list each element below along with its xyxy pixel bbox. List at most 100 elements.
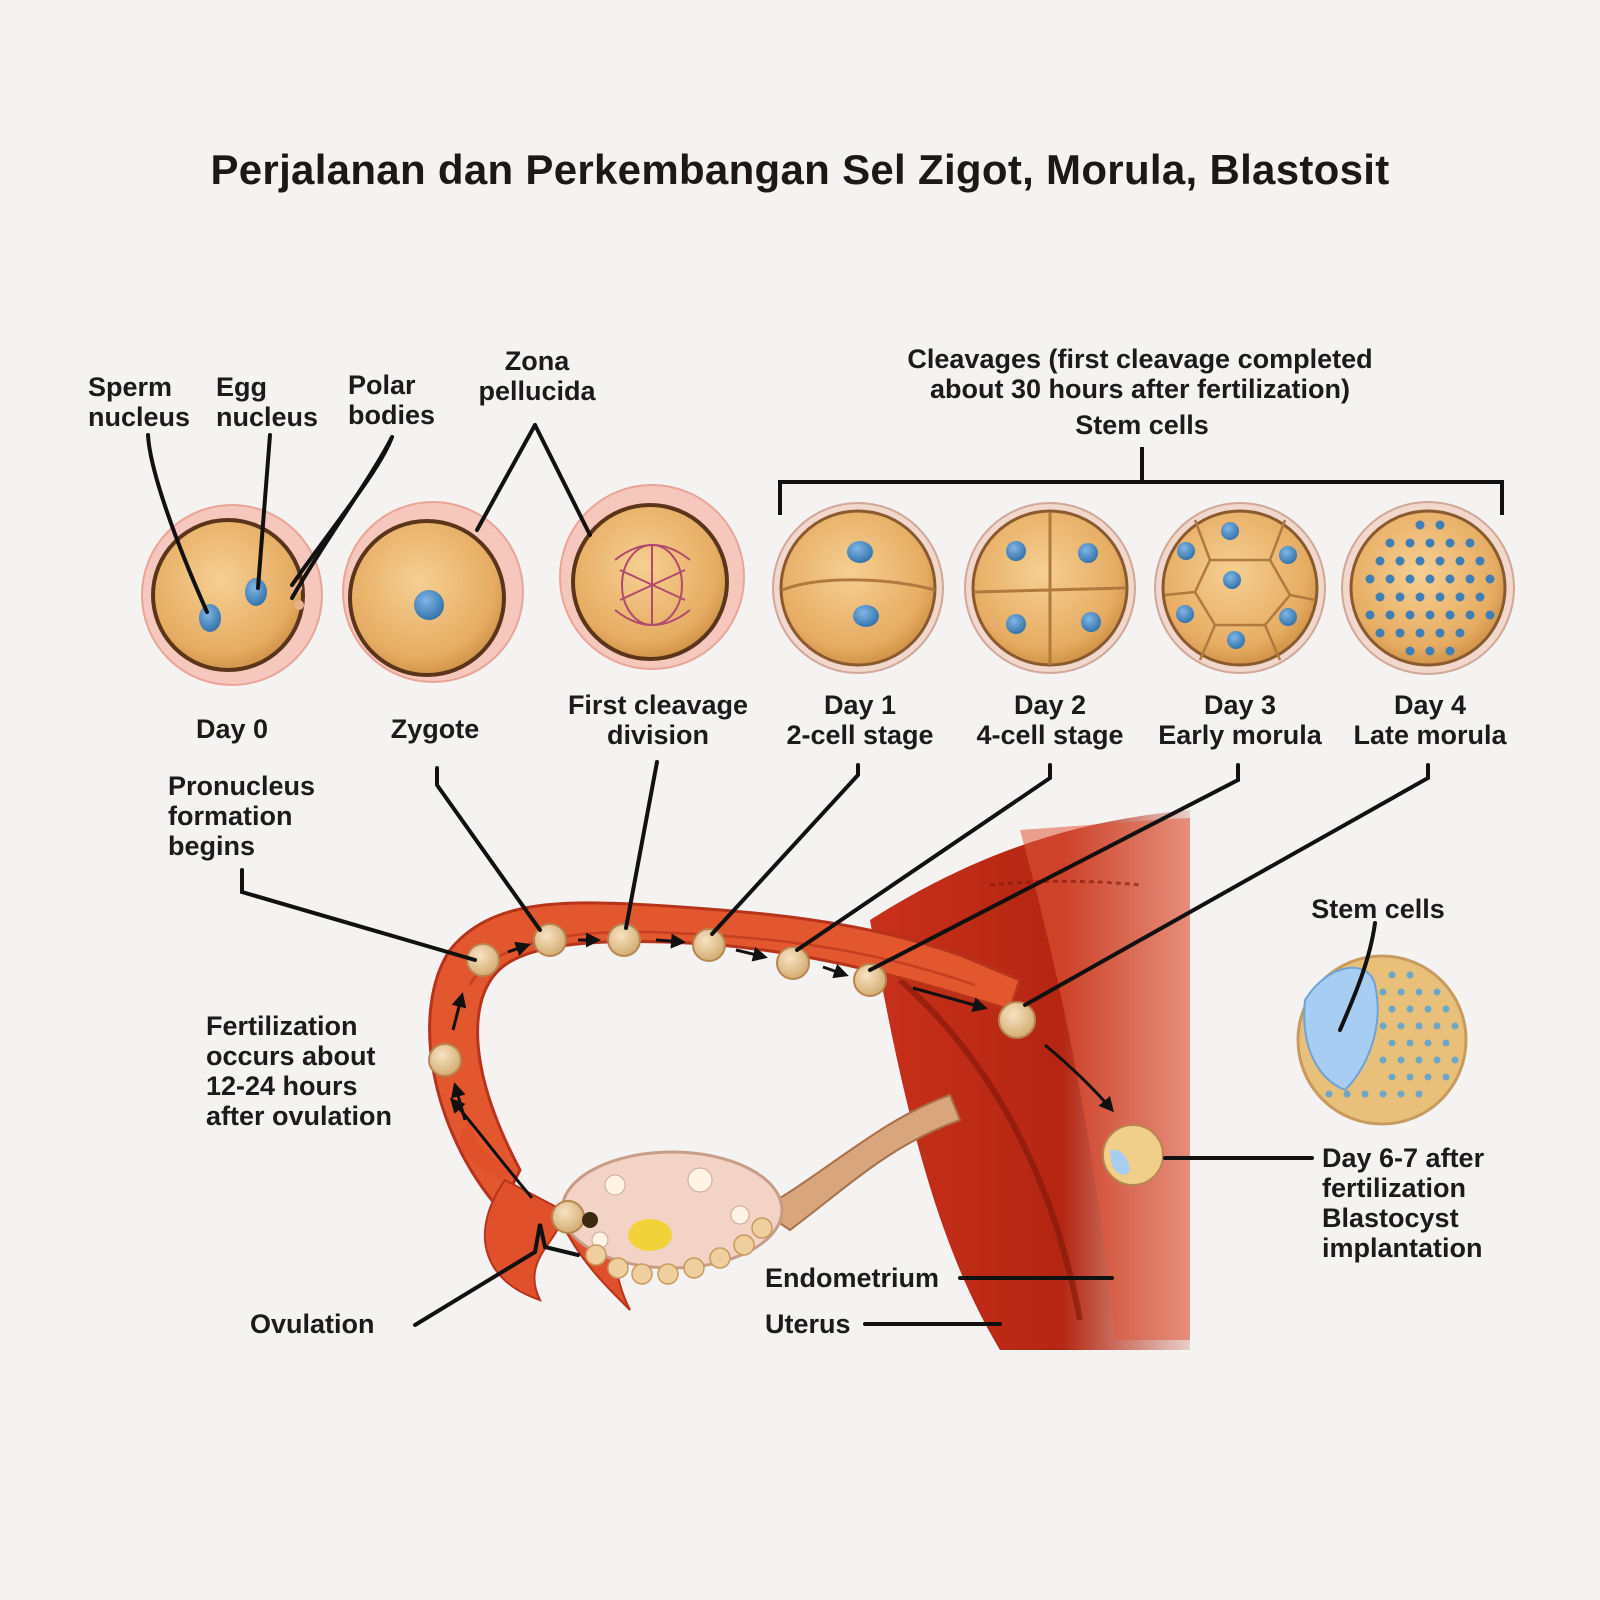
blastocyst-cell (1397, 988, 1405, 996)
morula-nucleus (1375, 592, 1385, 602)
blastocyst-cell (1442, 1005, 1450, 1013)
morula-nucleus (1455, 628, 1465, 638)
zygote-nucleus (414, 590, 444, 620)
blastocyst-cell (1397, 1090, 1405, 1098)
day2-embryo (776, 946, 810, 980)
blastocyst-cell (1442, 1073, 1450, 1081)
blastocyst-cell (1388, 1005, 1396, 1013)
morula-nucleus (1435, 520, 1445, 530)
morula-nucleus (1405, 610, 1415, 620)
blastocyst-inset (1296, 954, 1468, 1126)
morula-nucleus (1445, 646, 1455, 656)
blastocyst-cell (1406, 971, 1414, 979)
morula-nucleus (1375, 628, 1385, 638)
sperm-nucleus-label: Sperm (88, 372, 172, 402)
first-cleavage-label: First cleavage (568, 690, 748, 720)
pronucleus-embryo (466, 943, 500, 977)
day2-stage-label: 4-cell stage (976, 720, 1123, 750)
morula-nucleus (1365, 610, 1375, 620)
page-title: Perjalanan dan Perkembangan Sel Zigot, M… (210, 146, 1390, 193)
morula-nucleus (1435, 628, 1445, 638)
blastocyst-cell (1415, 988, 1423, 996)
cell-day0 (141, 504, 323, 686)
day4-label: Day 4 (1394, 690, 1466, 720)
morula-nucleus (1425, 610, 1435, 620)
blastocyst-cell (1388, 971, 1396, 979)
blastocyst-cell (1397, 1022, 1405, 1030)
blastocyst-cell (1379, 1022, 1387, 1030)
travel-arrows (449, 932, 1114, 1199)
morula-nucleus (1405, 646, 1415, 656)
blastocyst-cell (1388, 1039, 1396, 1047)
morula-nucleus (1485, 574, 1495, 584)
fertilization-label-4: after ovulation (206, 1101, 392, 1131)
morula-nucleus (1445, 574, 1455, 584)
blastocyst-cell (1433, 988, 1441, 996)
leader-lines (146, 423, 1430, 1327)
day3-embryo (853, 963, 887, 997)
day3-stage-label: Early morula (1158, 720, 1323, 750)
blastocyst-cell (1379, 988, 1387, 996)
ovary (551, 1093, 962, 1285)
morula-nucleus (1395, 628, 1405, 638)
implantation-label-2: fertilization (1322, 1173, 1466, 1203)
tube-body (428, 901, 1022, 1213)
morula-nucleus (1365, 574, 1375, 584)
ovulated-egg (551, 1200, 585, 1234)
zona-pellucida-label-2: pellucida (478, 376, 596, 406)
morula-nucleus (1415, 592, 1425, 602)
morula-nucleus (1445, 538, 1455, 548)
egg-in-tube (428, 1043, 462, 1077)
polar-bodies-label: Polar (348, 370, 416, 400)
blastocyst-cell (1388, 1073, 1396, 1081)
cell-day2 (964, 502, 1136, 674)
blastocyst-cell (1424, 1005, 1432, 1013)
stem-cells-right-label: Stem cells (1311, 894, 1445, 924)
egg-nucleus (245, 578, 267, 606)
morula-nucleus (1465, 574, 1475, 584)
fertilization-label: Fertilization (206, 1011, 358, 1041)
implantation-label-4: implantation (1322, 1233, 1483, 1263)
sperm-nucleus-label-2: nucleus (88, 402, 190, 432)
morula-nucleus (1415, 628, 1425, 638)
blastocyst-cell (1361, 1090, 1369, 1098)
pronucleus-label-3: begins (168, 831, 255, 861)
morula-nucleus (1465, 610, 1475, 620)
blastocyst-cell (1406, 1039, 1414, 1047)
blastocyst-cell (1451, 1056, 1459, 1064)
blastocyst-cell (1433, 1022, 1441, 1030)
day1-stage-label: 2-cell stage (786, 720, 933, 750)
morula-nucleus (1465, 538, 1475, 548)
morula-nucleus (1395, 556, 1405, 566)
blastocyst-cell (1433, 1056, 1441, 1064)
blastocyst-cell (1424, 1039, 1432, 1047)
morula-nucleus (1385, 538, 1395, 548)
morula-nucleus (1425, 574, 1435, 584)
day1-embryo (692, 928, 726, 962)
morula-nucleus (1375, 556, 1385, 566)
cell-zygote (342, 501, 524, 683)
blastocyst-cell (1406, 1073, 1414, 1081)
blastocyst-cell (1379, 1056, 1387, 1064)
embryo-path (428, 923, 1164, 1186)
morula-nucleus (1435, 556, 1445, 566)
cell-day1 (772, 502, 944, 674)
blastocyst-cell (1325, 1090, 1333, 1098)
uterus-illustration (870, 810, 1190, 1350)
egg-nucleus-label: Egg (216, 372, 267, 402)
pronucleus-label: Pronucleus (168, 771, 315, 801)
blastocyst-cell (1424, 1073, 1432, 1081)
morula-nucleus (1475, 592, 1485, 602)
blastocyst-cell (1442, 1039, 1450, 1047)
morula-nucleus (1475, 556, 1485, 566)
ovarian-ligament (758, 1093, 962, 1232)
first-cleavage-label-2: division (607, 720, 709, 750)
implantation-label: Day 6-7 after (1322, 1143, 1485, 1173)
sperm-nucleus (199, 604, 221, 632)
day2-label: Day 2 (1014, 690, 1086, 720)
morula-nuclei (1365, 520, 1495, 656)
stem-cells-bracket (778, 447, 1504, 515)
zona-pellucida-label: Zona (505, 346, 570, 376)
morula-nucleus (1405, 538, 1415, 548)
